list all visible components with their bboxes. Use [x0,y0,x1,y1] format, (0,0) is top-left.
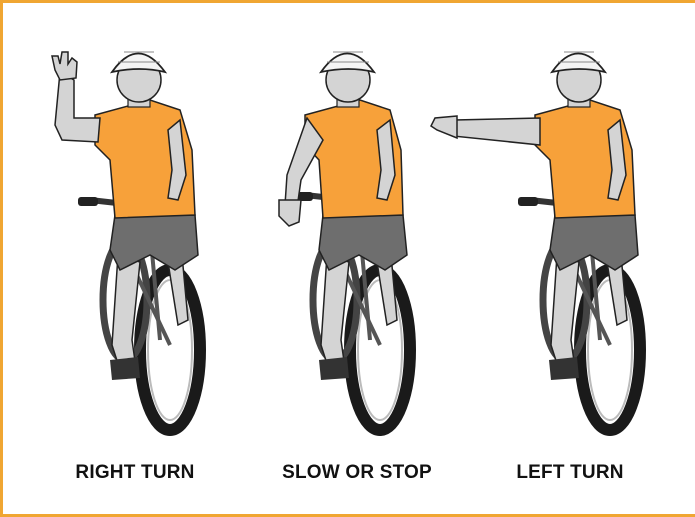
caption-left-turn: LEFT TURN [470,462,670,484]
caption-right-turn: RIGHT TURN [25,462,245,484]
cyclist-slow-or-stop-illustration [235,0,455,470]
cyclist-right-turn-illustration [0,0,235,470]
signal-panel-right-turn [0,0,235,517]
signal-panel-left-turn [425,0,690,517]
signal-panel-slow-or-stop [235,0,455,517]
cyclist-left-turn-illustration [425,0,690,470]
